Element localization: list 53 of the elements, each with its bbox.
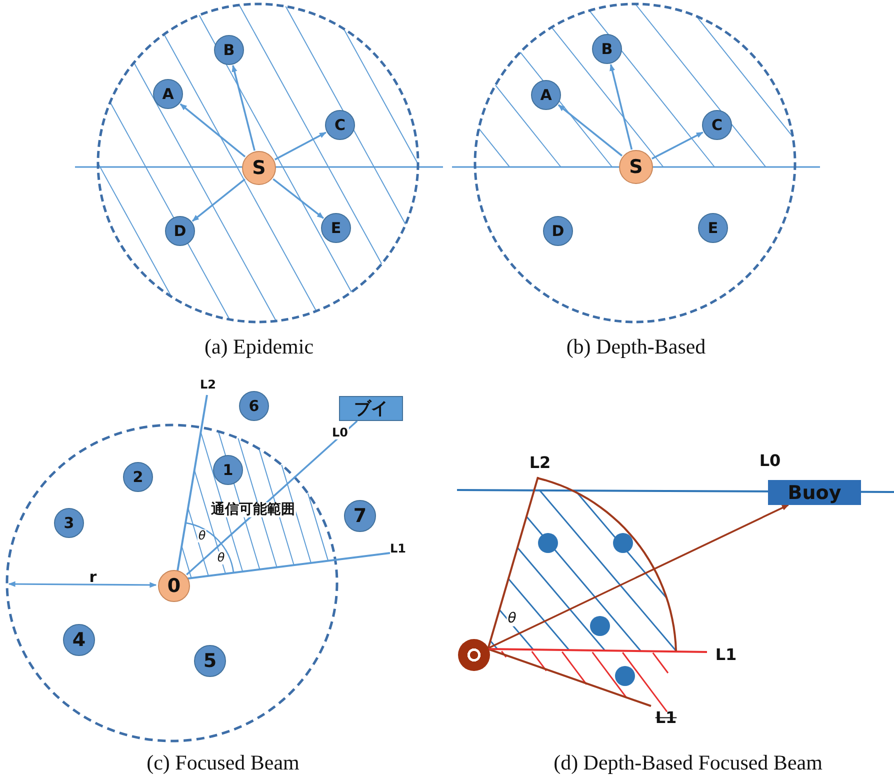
arrow — [652, 132, 704, 160]
node-dot — [613, 533, 633, 553]
node-circle: D — [165, 216, 195, 246]
angle-label: θ — [506, 611, 518, 627]
line-label: L1 — [390, 542, 406, 556]
line-label: L0 — [759, 452, 781, 470]
connector-line — [186, 420, 358, 576]
node-circle: 2 — [123, 462, 153, 492]
subfigure-caption: (c) Focused Beam — [146, 751, 300, 775]
node-circle: B — [214, 35, 244, 65]
angle-label: θ — [197, 529, 207, 543]
arrow — [180, 103, 246, 158]
node-circle: 7 — [344, 500, 376, 532]
buoy-box: Buoy — [768, 480, 861, 505]
range-label: 通信可能範囲 — [210, 502, 296, 518]
node-dot — [590, 616, 610, 636]
subfigure-caption: (d) Depth-Based Focused Beam — [554, 751, 822, 775]
node-circle: A — [531, 80, 561, 110]
arrow — [232, 64, 256, 151]
buoy-box: ブイ — [339, 396, 403, 421]
arrow — [272, 178, 324, 219]
node-circle: B — [592, 34, 622, 64]
node-circle: 6 — [239, 391, 269, 421]
line-label: L2 — [200, 378, 216, 392]
subfigure-caption: (b) Depth-Based — [566, 335, 706, 359]
node-dot — [615, 666, 635, 686]
radius-label: r — [89, 568, 97, 586]
node-circle: A — [153, 79, 183, 109]
line-label: L2 — [529, 454, 551, 472]
node-circle: 1 — [213, 455, 243, 485]
node-dot — [538, 533, 558, 553]
source-node: S — [242, 151, 276, 185]
angle-label: θ — [216, 551, 226, 565]
node-circle: 4 — [63, 624, 95, 656]
node-circle: C — [325, 110, 355, 140]
subfigure-caption: (a) Epidemic — [204, 335, 314, 359]
arrow — [558, 104, 622, 156]
arrow — [488, 504, 789, 648]
node-circle: 3 — [54, 508, 84, 538]
line-label: L1 — [715, 646, 737, 664]
arrow — [192, 178, 246, 222]
source-node — [458, 639, 490, 671]
node-circle: E — [698, 213, 728, 243]
node-circle: D — [543, 216, 573, 246]
node-circle: E — [321, 213, 351, 243]
arrow — [274, 132, 326, 160]
line-label: L1 — [655, 709, 677, 727]
node-circle: 5 — [194, 645, 226, 677]
arrow — [610, 64, 633, 150]
line-label: L0 — [331, 426, 349, 440]
source-node: 0 — [158, 570, 190, 602]
node-circle: C — [702, 110, 732, 140]
source-node: S — [619, 150, 653, 184]
